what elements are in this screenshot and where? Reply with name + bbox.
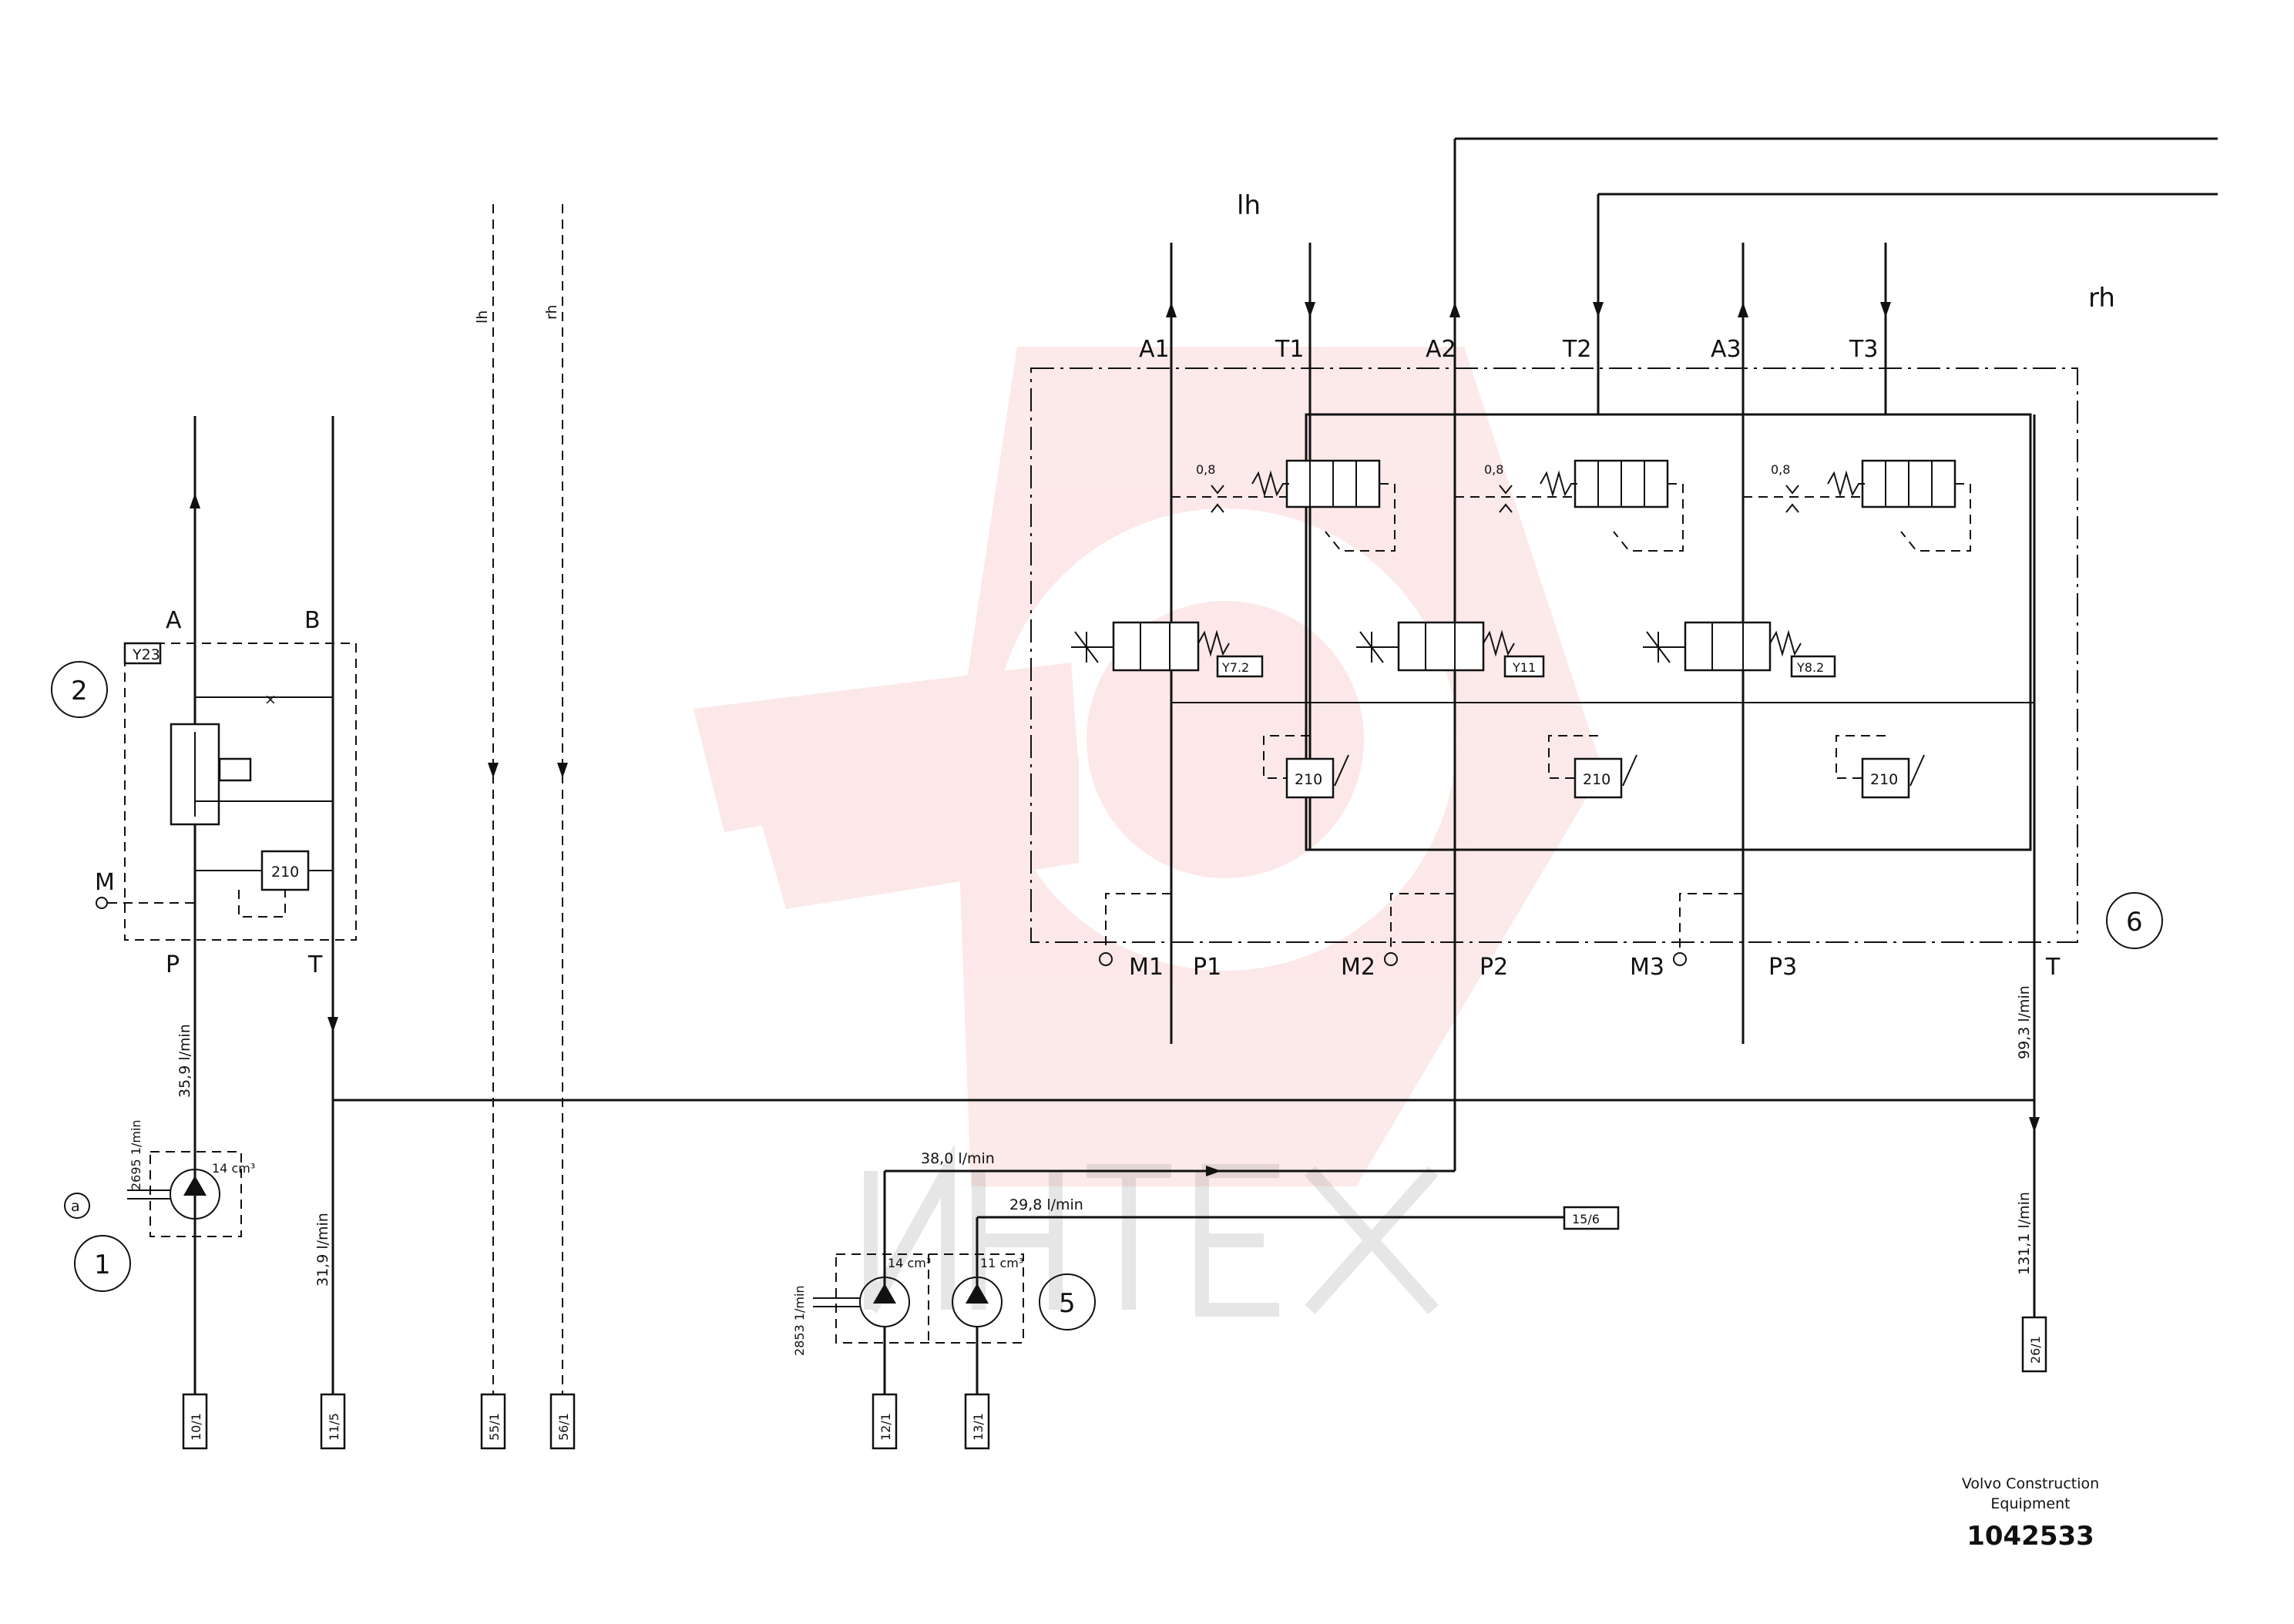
svg-text:A3: A3	[1711, 336, 1741, 363]
pump-1-disp: 14 cm³	[212, 1161, 255, 1176]
relief-210-left: 210	[271, 864, 299, 881]
svg-text:15/6: 15/6	[1572, 1212, 1600, 1226]
svg-text:T3: T3	[1849, 336, 1878, 363]
svg-text:0,8: 0,8	[1196, 462, 1215, 477]
pump-5: 14 cm³ 11 cm³ 2853 1/min 38,0 l/min 29,8…	[792, 1150, 1564, 1414]
svg-text:rh: rh	[2088, 283, 2115, 314]
pilot-lines: lh rh	[474, 204, 568, 1414]
callout-5: 5	[1039, 1273, 1096, 1330]
pump-1: 14 cm³ 2695 1/min	[127, 1119, 255, 1237]
svg-text:M1: M1	[1129, 954, 1164, 981]
section-3: 0,8 Y8.2 210	[1643, 459, 1971, 966]
svg-text:0,8: 0,8	[1484, 462, 1503, 477]
flow-29-8: 29,8 l/min	[1009, 1196, 1083, 1213]
svg-text:×: ×	[264, 691, 277, 708]
svg-text:M3: M3	[1630, 954, 1664, 981]
svg-text:P3: P3	[1768, 954, 1797, 981]
flow-131-1: 131,1 l/min	[2016, 1192, 2033, 1275]
svg-text:5: 5	[1059, 1288, 1076, 1319]
svg-text:6: 6	[2126, 907, 2143, 938]
drawing-number: 1042533	[1967, 1521, 2094, 1552]
svg-text:210: 210	[1295, 771, 1322, 788]
svg-text:13/1: 13/1	[971, 1413, 986, 1441]
svg-text:rh: rh	[543, 304, 560, 320]
valve-block-2: Y23 × 210 A B P T M	[95, 416, 357, 1414]
port-M: M	[95, 869, 115, 896]
svg-text:T1: T1	[1275, 336, 1304, 363]
company-name: Volvo Construction	[1962, 1475, 2099, 1492]
svg-text:0,8: 0,8	[1771, 462, 1790, 477]
pump-5-disp-a: 14 cm³	[888, 1256, 931, 1270]
bottom-port-labels: M1 P1 M2 P2 M3 P3 T	[1129, 954, 2061, 981]
svg-text:A2: A2	[1426, 336, 1456, 363]
pump-5-disp-b: 11 cm³	[980, 1256, 1023, 1270]
pump-5-speed: 2853 1/min	[792, 1285, 807, 1356]
svg-text:Y11: Y11	[1512, 660, 1536, 675]
flow-31-9: 31,9 l/min	[314, 1213, 331, 1287]
pump-1-speed: 2695 1/min	[129, 1119, 143, 1190]
top-port-labels: A1 T1 A2 T2 A3 T3 lh rh	[1139, 190, 2115, 363]
port-T: T	[307, 951, 323, 978]
callout-6: 6	[2106, 892, 2163, 949]
svg-text:56/1: 56/1	[556, 1413, 571, 1441]
watermark-logo	[694, 347, 1603, 1186]
section-2: 0,8 Y11 210	[1356, 459, 1684, 966]
svg-text:210: 210	[1583, 771, 1611, 788]
svg-text:11/5: 11/5	[327, 1413, 341, 1441]
flow-35-9: 35,9 l/min	[176, 1024, 193, 1098]
company-sub: Equipment	[1990, 1495, 2070, 1512]
callout-1: 1 a	[64, 1193, 131, 1292]
svg-text:210: 210	[1870, 771, 1898, 788]
flow-99-3: 99,3 l/min	[2016, 985, 2033, 1059]
svg-text:lh: lh	[1237, 190, 1261, 221]
svg-text:12/1: 12/1	[878, 1413, 893, 1441]
svg-text:Y8.2: Y8.2	[1796, 660, 1824, 675]
svg-text:1: 1	[94, 1250, 111, 1280]
svg-text:lh: lh	[474, 310, 491, 324]
svg-text:A1: A1	[1139, 336, 1170, 363]
svg-text:T2: T2	[1562, 336, 1591, 363]
port-B: B	[304, 607, 321, 634]
svg-text:26/1: 26/1	[2028, 1336, 2043, 1364]
ref-boxes: 10/1 11/5 55/1 56/1 12/1 13/1 26/1 15/6	[182, 1206, 2047, 1450]
valve-code: Y23	[132, 646, 160, 663]
valve-block-6	[1030, 137, 2218, 1356]
footer: Volvo Construction Equipment 1042533	[1962, 1475, 2099, 1552]
svg-text:2: 2	[71, 676, 88, 706]
svg-text:10/1: 10/1	[189, 1413, 203, 1441]
section-1: 0,8 Y7.2 210	[1071, 459, 1396, 966]
svg-text:Y7.2: Y7.2	[1221, 660, 1249, 675]
svg-text:P2: P2	[1480, 954, 1508, 981]
svg-text:P1: P1	[1193, 954, 1221, 981]
port-P: P	[166, 951, 180, 978]
svg-text:T: T	[2045, 954, 2061, 981]
flow-38-0: 38,0 l/min	[921, 1150, 995, 1167]
svg-text:a: a	[71, 1198, 80, 1215]
svg-text:M2: M2	[1341, 954, 1375, 981]
port-A: A	[166, 607, 182, 634]
callout-2: 2	[51, 661, 108, 718]
svg-text:55/1: 55/1	[487, 1413, 502, 1441]
